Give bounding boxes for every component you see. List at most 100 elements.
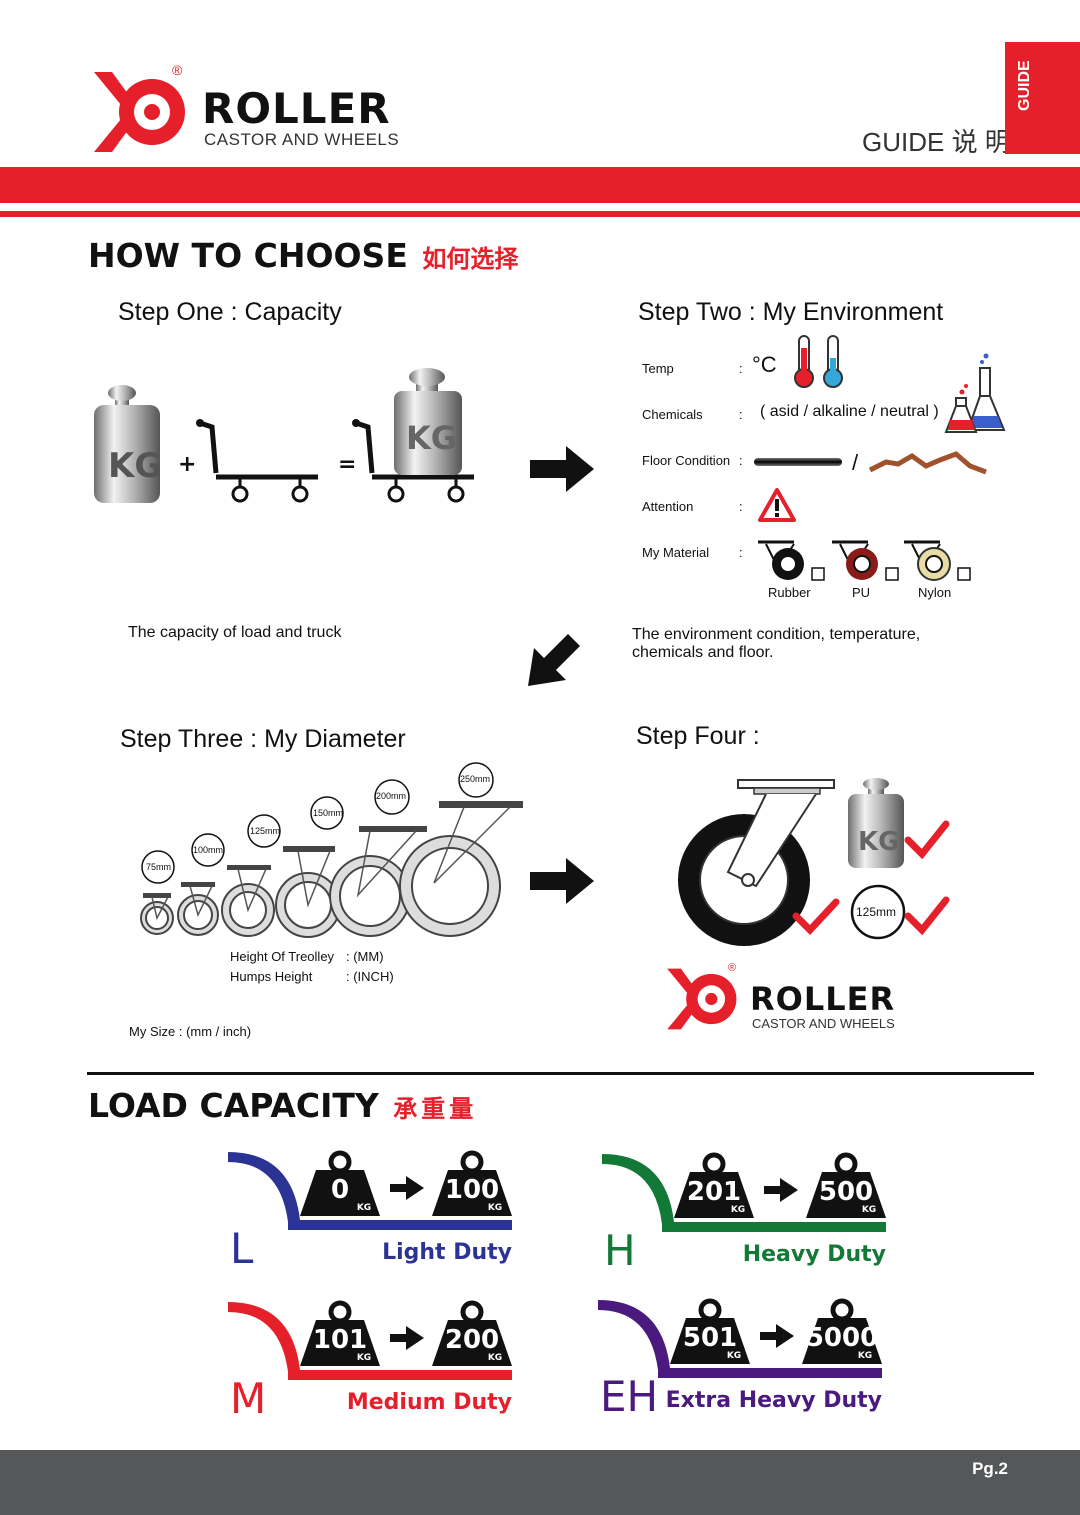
tier-letter: EH [600,1372,659,1421]
weight-min-unit: KG [357,1203,371,1213]
weight-min-icon [670,1298,750,1364]
weight-min-icon [300,1300,380,1366]
weight-min: 501 [683,1323,737,1353]
weight-min-icon [300,1150,380,1216]
brand-logo: ® ROLLER CASTOR AND WHEELS [90,62,450,158]
height-label: Height Of Treolley [230,949,335,964]
tier-name: Medium Duty [346,1390,512,1415]
weight-max-unit: KG [488,1203,502,1213]
pu-wheel-icon [832,540,878,580]
chemical-flask-icon [944,353,1006,433]
kg-label-2: KG [406,419,457,457]
my-size-label: My Size : (mm / inch) [129,1024,252,1039]
kg-weight-icon [94,385,160,503]
capacity-illustration: KG + = KG [94,368,474,503]
section-title-load-capacity: LOAD CAPACITY 承重量 [88,1086,477,1125]
material-pu-label: PU [852,585,871,600]
tier-curve [228,1302,512,1380]
weight-max-icon [432,1300,512,1366]
plus-sign: + [178,452,196,477]
weight-min-unit: KG [357,1353,371,1363]
rubber-checkbox[interactable] [811,567,825,581]
step-three-title: Step Three : My Diameter [120,725,406,753]
weight-min: 101 [313,1325,367,1355]
registered-mark-small: ® [728,962,737,974]
floor-rough-icon [868,451,987,475]
size-label-150: 150mm [313,808,344,818]
tier-curve [602,1154,886,1232]
env-colon-attention: : [739,499,743,514]
how-to-choose-title-cn: 如何选择 [422,246,519,273]
nylon-checkbox[interactable] [957,567,971,581]
weight-max: 200 [445,1325,499,1355]
weight-min-unit: KG [731,1205,745,1215]
weight-max: 500 [819,1177,873,1207]
equals-sign: = [338,452,356,477]
section-title-how-to-choose: HOW TO CHOOSE 如何选择 [88,236,518,275]
tier-curve [598,1300,882,1378]
arrow-right-icon [390,1326,424,1350]
material-options [758,540,971,581]
footer-bar: Pg.2 [0,1450,1080,1515]
arrow-down-left-icon [528,634,580,686]
rubber-wheel-icon [758,540,804,580]
size-label-100: 100mm [193,845,224,855]
size-label-250: 250mm [460,774,491,784]
how-to-choose-title: HOW TO CHOOSE [88,236,408,275]
header-band [0,167,1080,203]
page-number: Pg.2 [972,1459,1008,1478]
env-label-chemicals: Chemicals [642,407,703,422]
brand-tagline-small: CASTOR AND WHEELS [752,1016,895,1031]
load-capacity-title: LOAD CAPACITY [88,1086,379,1125]
selected-castor-illustration: KG [678,778,950,946]
header-band-thin [0,211,1080,217]
brand-logo-small: ® ROLLER CASTOR AND WHEELS [664,962,944,1034]
arrow-right-icon [530,446,594,492]
trolley-icon [199,420,318,480]
brand-name-small: ROLLER [750,980,896,1018]
weight-min-unit: KG [727,1351,741,1361]
kg-label-1: KG [108,446,162,486]
tier-name: Extra Heavy Duty [665,1388,882,1413]
env-value-temp: °C [752,352,777,377]
env-label-material: My Material [642,545,710,560]
tier-letter: M [230,1374,267,1423]
arrow-right-icon [760,1324,794,1348]
step-two-title: Step Two : My Environment [638,298,944,326]
env-colon-temp: : [739,361,743,376]
nylon-wheel-icon [904,540,951,581]
thermometer-icon [794,335,843,388]
pu-checkbox[interactable] [885,567,899,581]
load-capacity-title-cn: 承重量 [393,1096,478,1123]
env-label-attention: Attention [642,499,694,514]
step-one-caption: The capacity of load and truck [128,624,342,641]
arrow-right-icon [764,1178,798,1202]
arrow-right-icon [390,1176,424,1200]
weight-min: 201 [687,1177,741,1207]
diameter-illustration [140,762,523,938]
weight-max-icon [802,1298,882,1364]
env-colon-floor: : [739,453,743,468]
weight-max: 5000 [806,1323,878,1353]
step-two-caption: The environment condition, temperature, … [632,626,921,661]
weight-max-unit: KG [858,1351,872,1361]
weight-max-icon [432,1150,512,1216]
size-label-125: 125mm [250,826,281,836]
material-nylon-label: Nylon [918,585,952,600]
env-value-floor: / [852,450,859,475]
kg-label-3: KG [858,827,900,857]
guide-tab[interactable]: GUIDE [1005,42,1080,154]
guide-label: GUIDE 说 明 [862,127,1011,157]
weight-min: 0 [331,1175,349,1205]
material-rubber-label: Rubber [768,585,811,600]
tier-name: Heavy Duty [742,1242,886,1267]
step-four-title: Step Four : [636,722,760,750]
size-label-200: 200mm [376,791,407,801]
tier-letter: H [604,1226,636,1275]
tier-name: Light Duty [382,1240,512,1265]
